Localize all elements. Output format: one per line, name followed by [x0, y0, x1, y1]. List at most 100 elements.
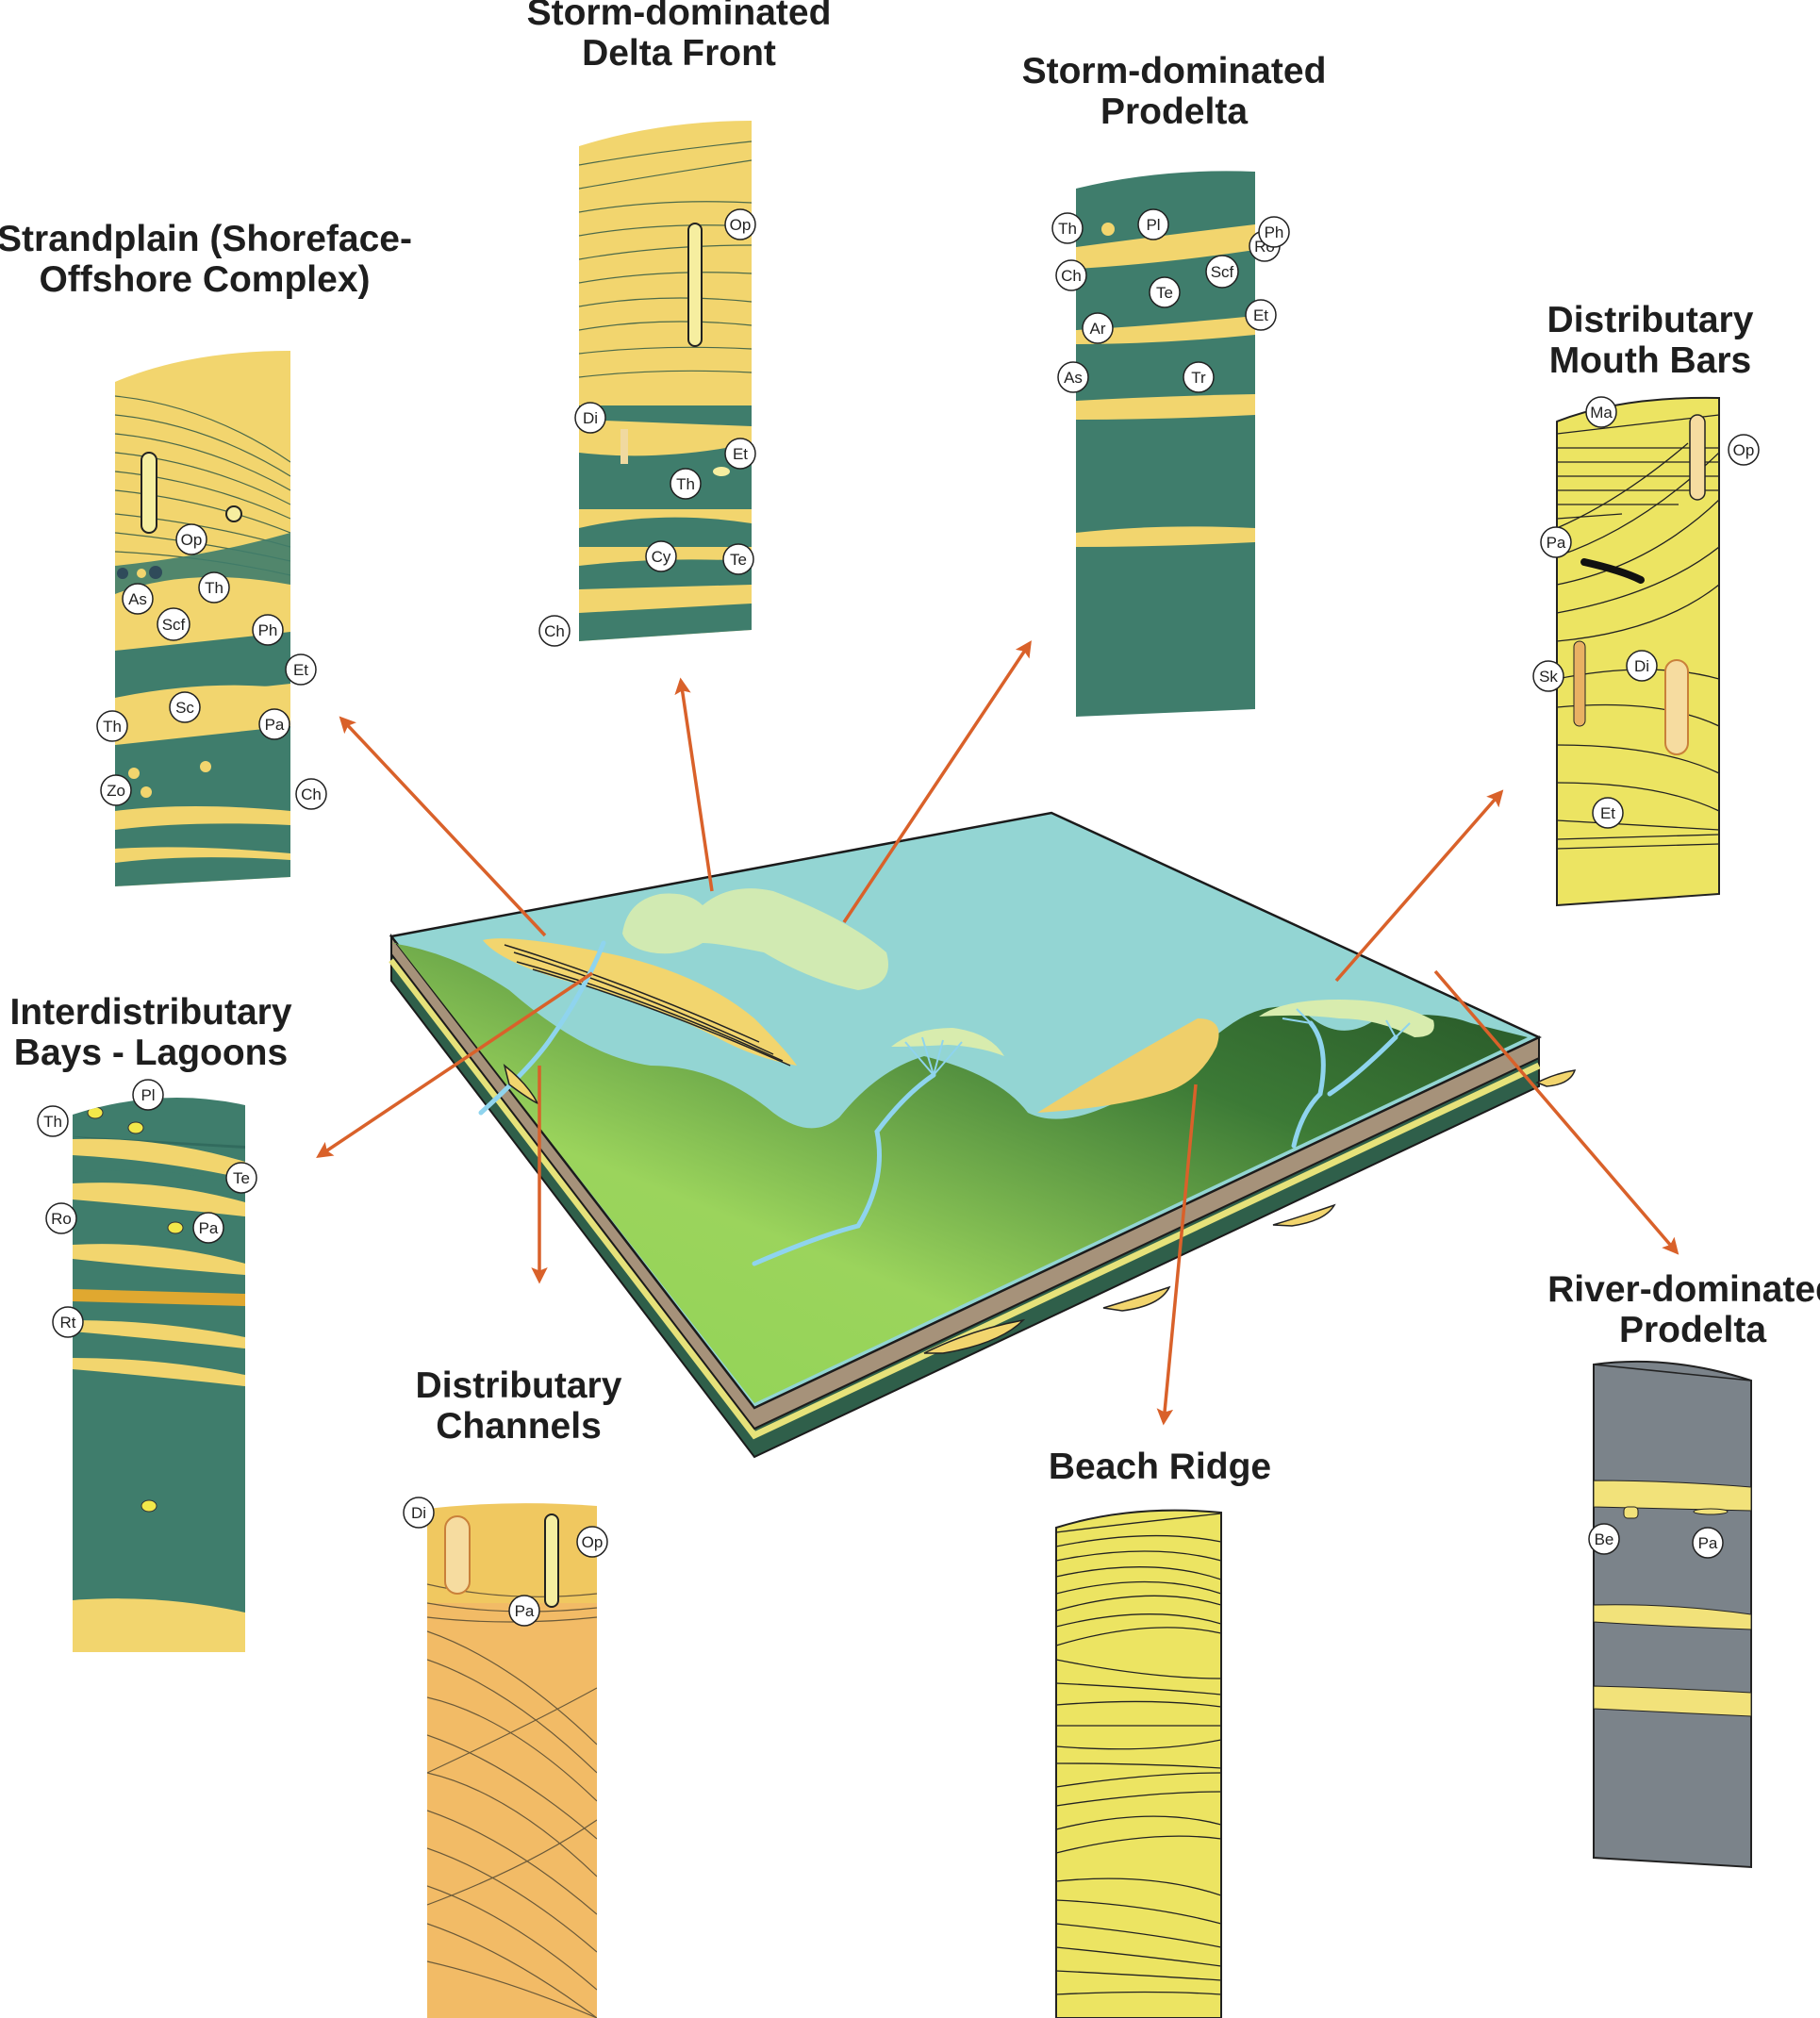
tag-op: Op — [175, 523, 207, 555]
column-river-prodelta — [1593, 1360, 1752, 1869]
tag-et: Et — [1245, 299, 1277, 331]
svg-text:Ar: Ar — [1090, 320, 1106, 338]
svg-text:Et: Et — [1600, 804, 1615, 822]
svg-text:Th: Th — [103, 718, 122, 736]
svg-text:Th: Th — [676, 475, 695, 493]
title-line: Interdistributary — [9, 992, 292, 1033]
tag-pa: Pa — [258, 708, 290, 740]
svg-text:Be: Be — [1595, 1530, 1614, 1548]
tag-sk: Sk — [1532, 660, 1564, 692]
tag-ph: Ph — [1258, 216, 1290, 248]
svg-text:Pa: Pa — [515, 1602, 535, 1620]
svg-text:Op: Op — [582, 1533, 604, 1551]
title-lagoons: Interdistributary Bays - Lagoons — [0, 992, 302, 1073]
tag-tr: Tr — [1183, 361, 1215, 393]
tag-ph: Ph — [252, 614, 284, 646]
tag-di: Di — [403, 1497, 435, 1529]
title-beach-ridge: Beach Ridge — [1018, 1447, 1301, 1487]
svg-text:Te: Te — [730, 551, 747, 569]
svg-text:Pa: Pa — [265, 716, 285, 734]
tag-ch: Ch — [295, 778, 327, 810]
tag-sc: Sc — [169, 691, 201, 723]
arrow-to-delta-front — [674, 677, 714, 892]
title-line: Prodelta — [1618, 1310, 1767, 1350]
tags-delta-front: Op Di Et Th Cy Te Ch — [538, 208, 756, 647]
tags-lagoons: Pl Th Te Ro Pa Rt — [37, 1079, 257, 1338]
title-line: Bays - Lagoons — [13, 1033, 289, 1073]
title-line: Offshore Complex) — [39, 259, 371, 300]
tag-scf: Scf — [157, 607, 190, 641]
svg-text:Scf: Scf — [162, 616, 186, 634]
tag-di: Di — [574, 402, 606, 434]
tag-ro: Ro — [45, 1202, 77, 1234]
svg-text:Tr: Tr — [1191, 369, 1206, 387]
arrow-to-river-prodelta — [1433, 969, 1679, 1255]
tag-pa: Pa — [192, 1212, 224, 1244]
svg-text:Et: Et — [293, 661, 308, 679]
column-lagoons — [73, 1098, 245, 1652]
tag-ma: Ma — [1585, 396, 1617, 428]
svg-text:Ch: Ch — [301, 786, 322, 803]
title-mouth-bars: Distributary Mouth Bars — [1509, 300, 1792, 381]
title-line: Mouth Bars — [1548, 340, 1752, 381]
tag-et: Et — [1592, 797, 1624, 829]
tag-te: Te — [1149, 276, 1181, 308]
svg-text:Te: Te — [233, 1169, 250, 1187]
title-line: Strandplain (Shoreface- — [0, 219, 412, 259]
svg-text:Pa: Pa — [1547, 534, 1566, 552]
tag-et: Et — [724, 438, 756, 470]
tag-te: Te — [225, 1162, 257, 1194]
block-diagram — [389, 811, 1577, 1459]
title-line: Storm-dominated — [526, 0, 832, 33]
column-channels — [427, 1503, 597, 2018]
svg-text:Op: Op — [181, 531, 203, 549]
svg-text:Op: Op — [1733, 441, 1755, 459]
svg-text:Th: Th — [1058, 220, 1077, 238]
tags-strandplain: Op Th As Scf Ph Et Sc Pa Th Zo Ch — [96, 523, 327, 810]
svg-text:Ph: Ph — [1265, 223, 1284, 241]
column-delta-front — [579, 121, 752, 641]
svg-text:Op: Op — [730, 216, 752, 234]
tag-rt: Rt — [52, 1306, 84, 1338]
tag-ar: Ar — [1082, 312, 1114, 344]
svg-text:Zo: Zo — [107, 782, 125, 800]
svg-text:Et: Et — [733, 445, 748, 463]
svg-text:Di: Di — [1634, 657, 1649, 675]
title-line: Prodelta — [1100, 91, 1249, 132]
title-strandplain: Strandplain (Shoreface- Offshore Complex… — [0, 219, 417, 300]
title-line: Delta Front — [582, 33, 776, 74]
arrow-to-lagoons — [316, 971, 593, 1158]
tag-te: Te — [722, 543, 754, 575]
tag-pa: Pa — [1692, 1527, 1724, 1559]
svg-text:Pa: Pa — [199, 1219, 219, 1237]
svg-text:Sk: Sk — [1539, 668, 1558, 686]
column-strandplain — [115, 351, 290, 886]
svg-text:Ro: Ro — [51, 1210, 72, 1228]
svg-text:Ph: Ph — [258, 621, 278, 639]
svg-text:Ma: Ma — [1590, 404, 1613, 422]
tag-ch: Ch — [538, 615, 571, 647]
title-line: River-dominated — [1547, 1269, 1820, 1310]
arrow-to-strandplain — [339, 716, 547, 937]
tag-zo: Zo — [100, 774, 132, 806]
tag-op: Op — [724, 208, 756, 240]
svg-text:Te: Te — [1156, 284, 1173, 302]
tag-ch: Ch — [1055, 259, 1087, 291]
svg-text:As: As — [1064, 369, 1083, 387]
svg-text:Th: Th — [43, 1113, 62, 1131]
svg-text:Di: Di — [583, 409, 598, 427]
arrow-to-mouth-bars — [1334, 789, 1504, 983]
arrows — [316, 640, 1679, 1426]
tag-th: Th — [670, 468, 702, 500]
svg-text:Sc: Sc — [175, 699, 194, 717]
tags-storm-prodelta: Ro Th Pl Ph Ch Scf Te Ar Et As Tr — [1051, 208, 1290, 393]
svg-text:Ch: Ch — [1061, 267, 1082, 285]
tag-et: Et — [285, 653, 317, 686]
tag-pl: Pl — [132, 1079, 164, 1111]
arrow-to-storm-prodelta — [842, 640, 1032, 923]
tag-op: Op — [1728, 434, 1760, 466]
tags-mouth-bars: Ma Op Pa Sk Di Et — [1532, 396, 1760, 829]
tag-pa: Pa — [1540, 526, 1572, 558]
tag-be: Be — [1588, 1523, 1620, 1555]
